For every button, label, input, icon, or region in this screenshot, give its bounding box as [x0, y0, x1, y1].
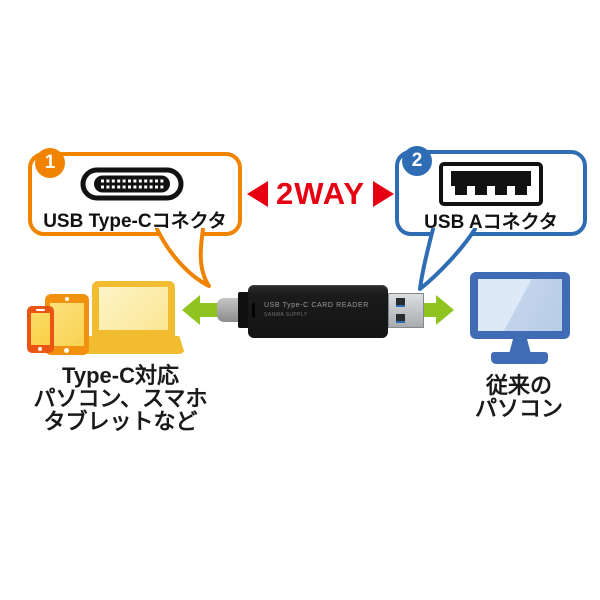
- left-triangle-icon: [247, 180, 268, 207]
- caption-right-line1: 従来の: [485, 373, 552, 398]
- badge-1-number: 1: [44, 152, 56, 173]
- caption-legacy-pc: 従来の パソコン: [455, 374, 583, 420]
- callout-tail-orange-icon: [155, 228, 211, 288]
- callout-label-usb-a: USB Aコネクタ: [424, 212, 558, 233]
- callout-tail-blue-icon: [418, 228, 477, 291]
- desktop-monitor-icon: [470, 272, 570, 339]
- monitor-screen: [478, 279, 562, 331]
- smartphone-icon: [27, 306, 54, 353]
- monitor-neck: [509, 339, 531, 354]
- tablet-camera-dot: [65, 297, 69, 301]
- laptop-screen: [99, 287, 168, 330]
- device-collar: [238, 292, 249, 328]
- usb-a-connector-icon: [439, 162, 543, 206]
- caption-left-line1: Type-C対応: [62, 363, 179, 388]
- tablet-icon: [45, 294, 89, 355]
- callout-label-type-c: USB Type-Cコネクタ: [43, 211, 227, 232]
- type-c-plug: [217, 298, 239, 322]
- usb-type-c-connector-icon: [80, 167, 184, 201]
- card-slot: [252, 303, 255, 317]
- smartphone-speaker: [36, 309, 45, 311]
- tablet-screen: [50, 303, 84, 346]
- caption-left-line2: パソコン、スマホ: [33, 386, 208, 411]
- badge-2: 2: [402, 146, 432, 176]
- usb-a-plug-hole: [396, 314, 405, 323]
- device-print-line2: SANWA SUPPLY: [264, 312, 308, 318]
- laptop-base: [70, 336, 185, 354]
- monitor-base: [491, 352, 548, 364]
- device-print-line1: USB Type-C CARD READER: [264, 302, 369, 309]
- tablet-home-dot: [64, 348, 69, 353]
- badge-1: 1: [35, 148, 65, 178]
- usb-a-plug-hole: [396, 298, 405, 307]
- green-arrow-left-icon: [182, 295, 220, 325]
- caption-type-c-devices: Type-C対応 パソコン、スマホ タブレットなど: [18, 364, 223, 433]
- card-reader-device: USB Type-C CARD READER SANWA SUPPLY: [248, 285, 388, 338]
- caption-right-line2: パソコン: [474, 396, 563, 421]
- badge-2-number: 2: [411, 150, 423, 171]
- right-triangle-icon: [373, 180, 395, 207]
- smartphone-home-dot: [38, 347, 42, 351]
- two-way-indicator: 2WAY: [247, 176, 395, 211]
- green-arrow-right-icon: [421, 295, 454, 325]
- two-way-label: 2WAY: [276, 176, 366, 211]
- smartphone-screen: [31, 313, 50, 345]
- caption-left-line3: タブレットなど: [43, 409, 198, 434]
- usb-a-plug: [388, 293, 424, 328]
